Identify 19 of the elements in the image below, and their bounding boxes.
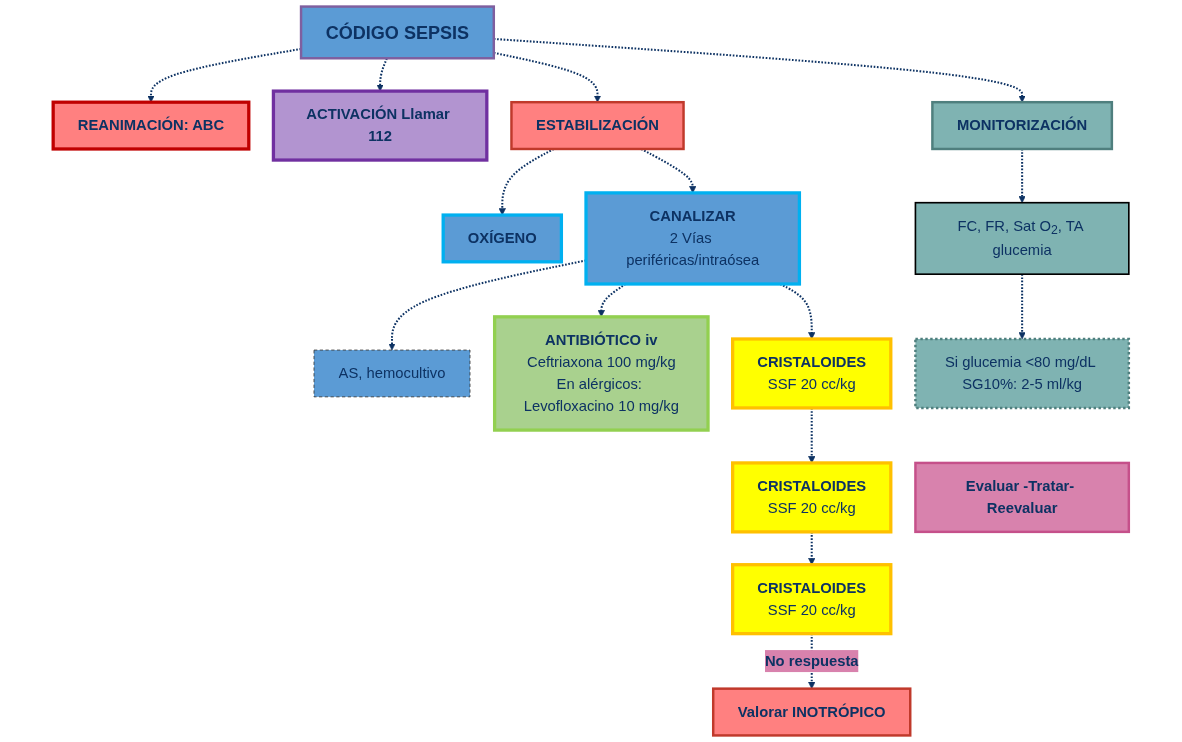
node-box: OXÍGENO — [441, 213, 563, 264]
node-box: CANALIZAR 2 Vías periféricas/intraósea — [584, 191, 802, 286]
node-box: MONITORIZACIÓN — [931, 100, 1114, 151]
arrow — [493, 51, 602, 103]
node-box: ACTIVACIÓN Llamar 112 — [271, 89, 489, 162]
node-box: CRISTALOIDES SSF 20 cc/kg — [731, 337, 893, 410]
node-box: CÓDIGO SEPSIS — [299, 5, 496, 60]
edge-label: No respuesta — [764, 652, 859, 669]
node-box: Valorar INOTRÓPICO — [712, 687, 912, 737]
node-box: CRISTALOIDES SSF 20 cc/kg — [731, 461, 893, 534]
node-box: FC, FR, Sat O$_{2}$, TA glucemia — [914, 201, 1130, 275]
arrow — [493, 37, 1026, 103]
node-box: REANIMACIÓN: ABC — [51, 100, 251, 151]
node-box: ESTABILIZACIÓN — [510, 100, 685, 151]
node-box: AS, hemocultivo — [313, 349, 471, 398]
node-box: Evaluar -Tratar- Reevaluar — [914, 461, 1131, 534]
node-box: Si glucemia <80 mg/dL SG10%: 2-5 ml/kg — [914, 337, 1131, 410]
node-box: ANTIBIÓTICO iv Ceftriaxona 100 mg/kg En alérgicos: Levofloxacino 10 mg/kg — [493, 315, 710, 432]
node-box: CRISTALOIDES SSF 20 cc/kg — [731, 563, 893, 636]
